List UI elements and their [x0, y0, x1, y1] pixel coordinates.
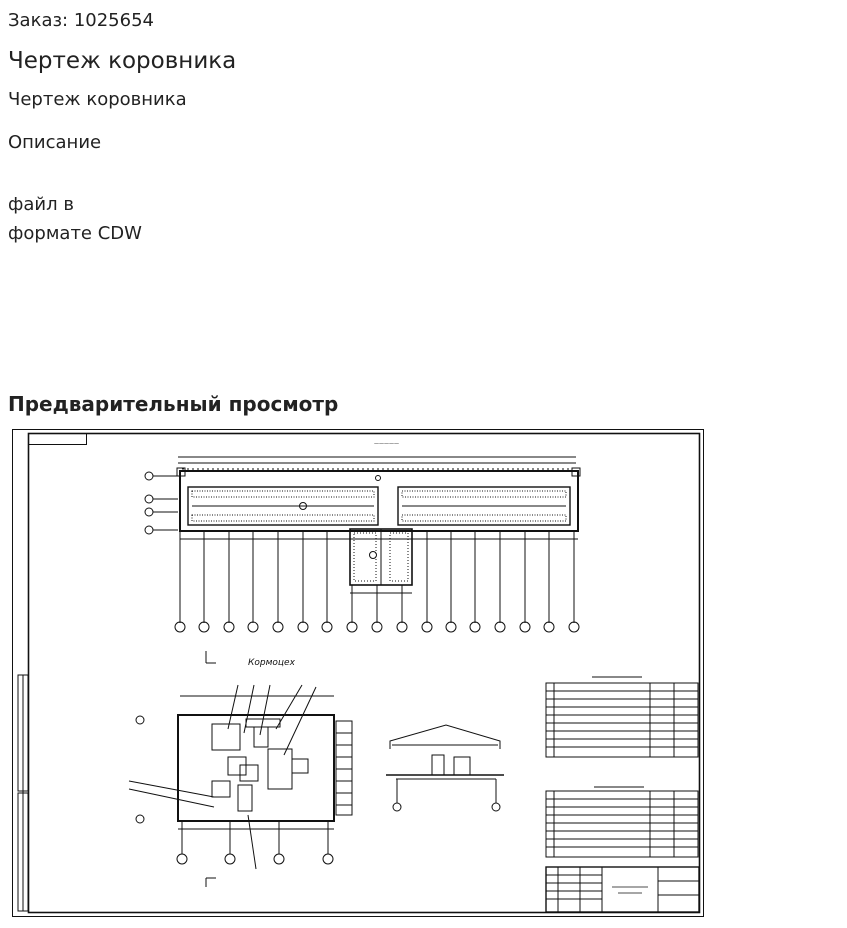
drawing-label: Кормоцех [248, 658, 296, 668]
description-heading: Описание [8, 132, 102, 153]
svg-text:—————: ————— [374, 441, 399, 447]
preview-image[interactable]: ————— [12, 429, 704, 917]
description-line-1: файл в [8, 194, 74, 215]
description-line-2: формате CDW [8, 223, 142, 244]
product-subtitle: Чертеж коровника [8, 89, 187, 110]
barn-drawing: ————— [12, 429, 704, 917]
order-number: Заказ: 1025654 [8, 10, 154, 31]
page-title: Чертеж коровника [8, 48, 237, 74]
preview-heading: Предварительный просмотр [8, 392, 339, 416]
